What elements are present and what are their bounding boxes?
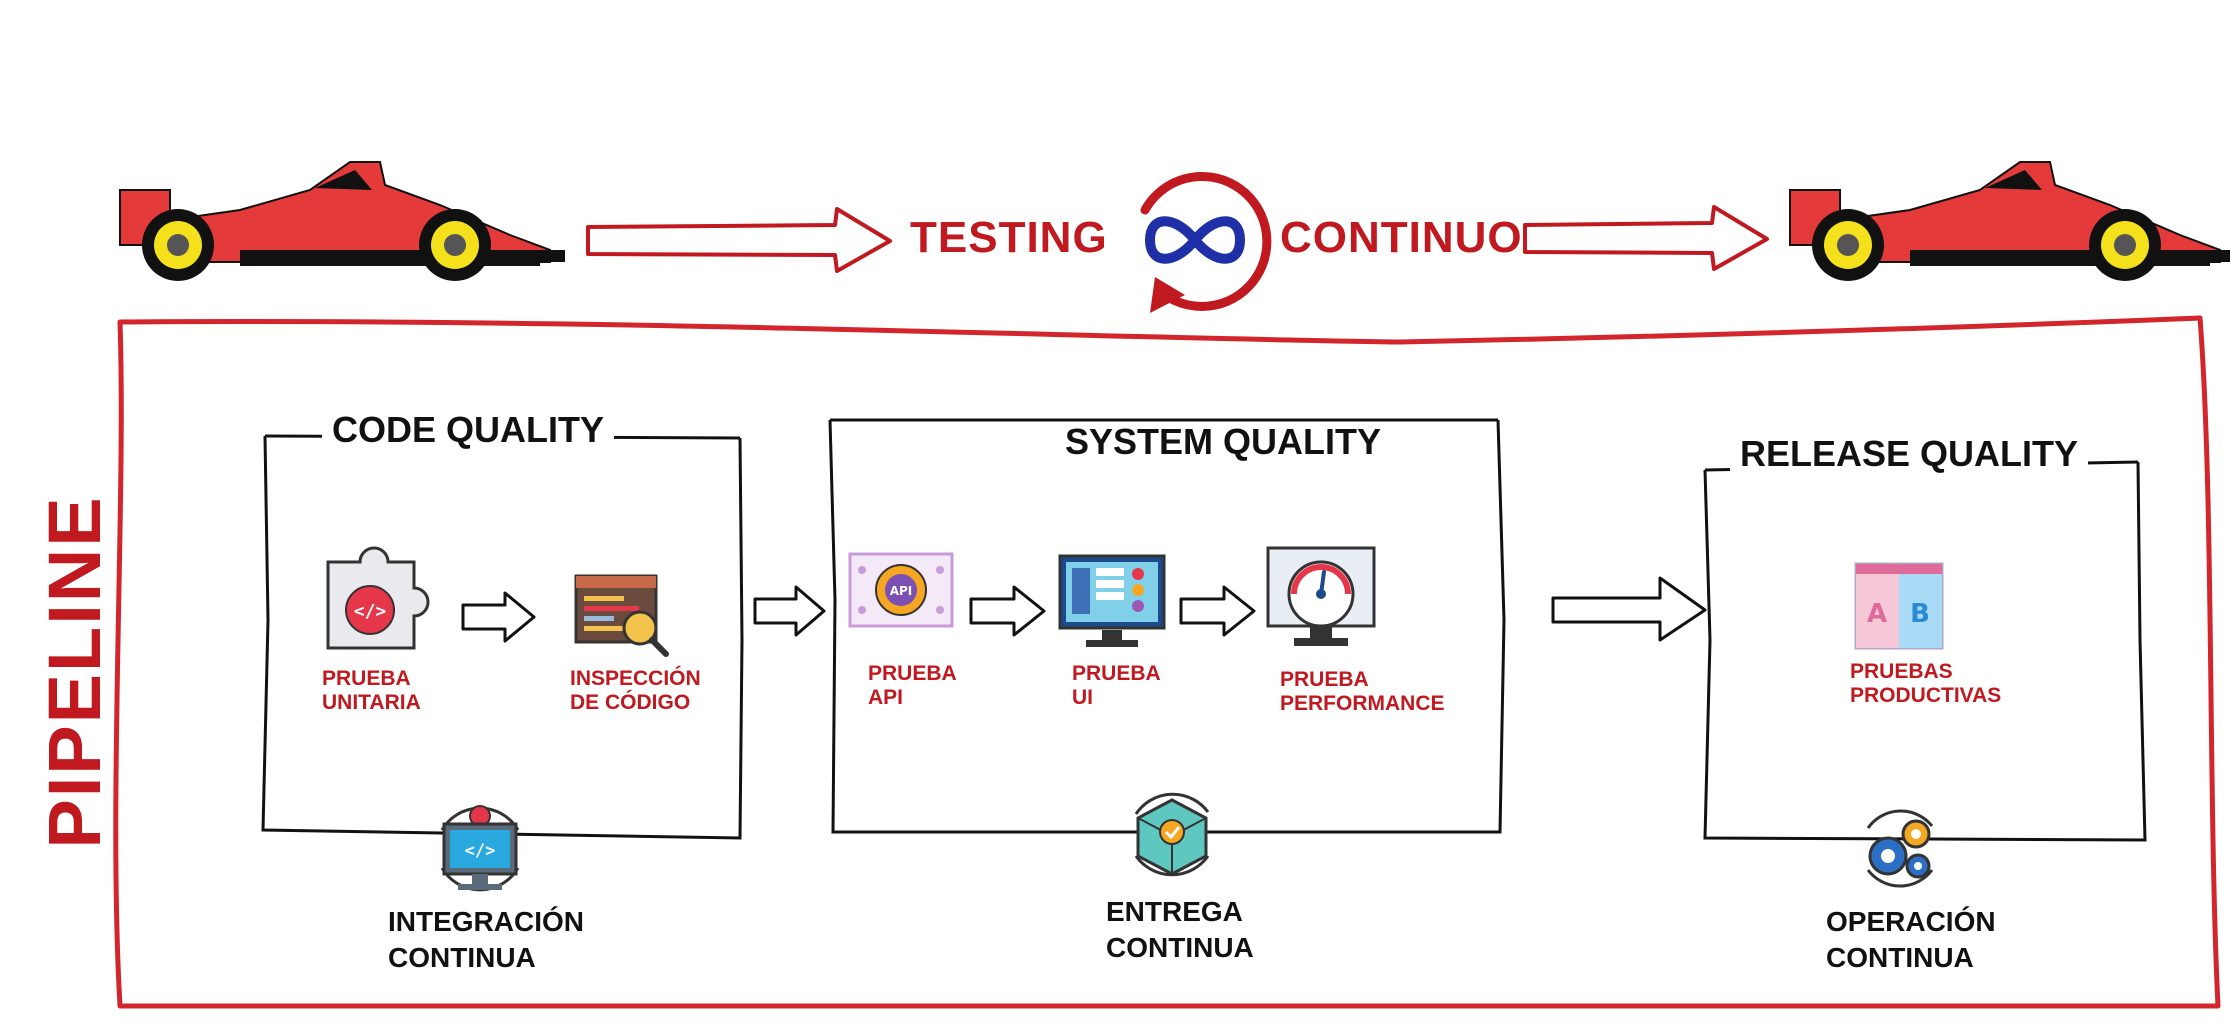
infinity-cycle-icon <box>1140 172 1272 313</box>
step-prueba-performance-label: PRUEBA PERFORMANCE <box>1280 668 1445 715</box>
release-quality-title: RELEASE QUALITY <box>1730 436 2089 472</box>
footer-entrega-continua-label: ENTREGA CONTINUA <box>1106 896 1254 963</box>
step-pruebas-productivas-label: PRUEBAS PRODUCTIVAS <box>1850 660 2002 707</box>
continuous-operation-gears-icon <box>1866 809 1934 888</box>
race-car-left-icon <box>119 161 565 281</box>
arrow-right-outline-icon <box>1523 205 1769 271</box>
step-inspeccion-codigo-label: INSPECCIÓN DE CÓDIGO <box>570 667 701 714</box>
system-quality-title: SYSTEM QUALITY <box>1055 424 1392 460</box>
arrow-right-outline-icon <box>753 585 826 637</box>
puzzle-code-icon: </> <box>326 546 430 650</box>
arrow-right-outline-icon <box>586 207 892 273</box>
footer-integracion-continua-label: INTEGRACIÓN CONTINUA <box>388 906 584 973</box>
step-prueba-api-label: PRUEBA API <box>868 662 957 709</box>
svg-text:B: B <box>1910 599 1930 629</box>
svg-text:API: API <box>890 584 913 598</box>
arrow-right-outline-icon <box>969 585 1046 637</box>
ui-monitor-icon <box>1058 554 1166 647</box>
continuous-integration-icon: </> <box>440 805 520 892</box>
race-car-right-icon <box>1789 161 2230 281</box>
svg-text:A: A <box>1867 599 1887 629</box>
api-gear-icon: API <box>848 552 954 628</box>
svg-text:</>: </> <box>465 841 496 861</box>
performance-gauge-icon <box>1266 546 1376 646</box>
step-prueba-ui-label: PRUEBA UI <box>1072 662 1161 709</box>
pipeline-vertical-label: PIPELINE <box>33 495 116 849</box>
arrow-right-outline-icon <box>1179 585 1256 637</box>
step-prueba-unitaria-label: PRUEBA UNITARIA <box>322 667 421 714</box>
continuous-delivery-box-icon <box>1134 792 1210 877</box>
code-inspection-icon <box>574 574 669 657</box>
arrow-right-outline-icon <box>461 591 536 643</box>
arrow-right-outline-icon <box>1551 576 1707 642</box>
banner-testing-label: TESTING <box>910 213 1108 262</box>
code-quality-title: CODE QUALITY <box>322 412 615 448</box>
svg-text:</>: </> <box>354 601 387 622</box>
footer-operacion-continua-label: OPERACIÓN CONTINUA <box>1826 906 1996 973</box>
ab-test-icon: A B <box>1854 562 1944 650</box>
banner-continuo-label: CONTINUO <box>1280 213 1523 262</box>
